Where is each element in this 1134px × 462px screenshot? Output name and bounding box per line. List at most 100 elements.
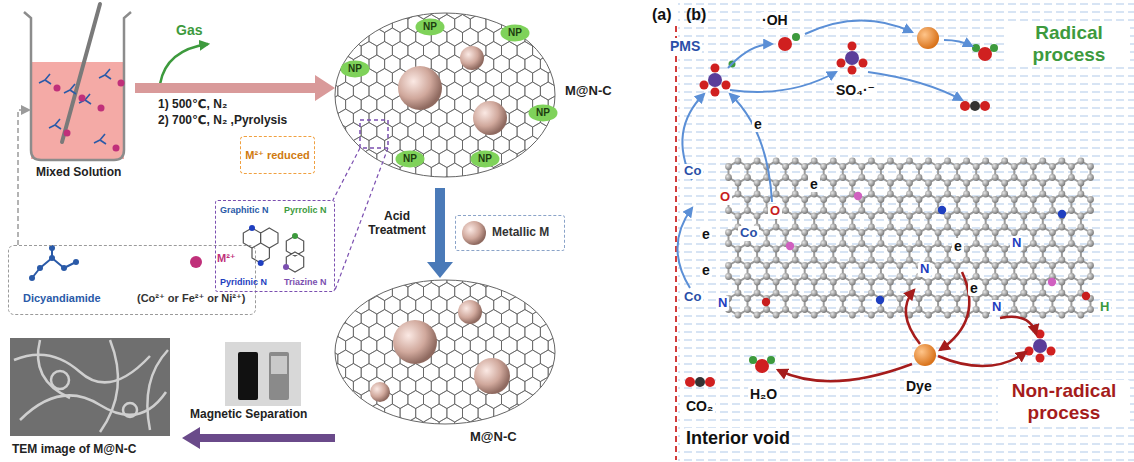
dopant-atom (762, 298, 770, 306)
oval-fill (396, 151, 425, 168)
carbon-atom (868, 246, 875, 253)
carbon-atom (954, 229, 961, 236)
carbon-atom (735, 213, 742, 220)
carbon-atom (992, 196, 999, 203)
carbon-atom (1068, 207, 1075, 214)
carbon-atom (744, 295, 751, 302)
carbon-atom (754, 257, 761, 264)
oxygen-atom (755, 359, 769, 373)
carbon-atom (763, 306, 770, 313)
gas-arrow (160, 44, 208, 84)
sulfur-atom (845, 51, 859, 65)
photo (225, 342, 301, 406)
carbon-atom (820, 163, 827, 170)
carbon-atom (916, 196, 923, 203)
carbon-atom (916, 240, 923, 247)
carbon-atom (792, 158, 799, 165)
carbon-atom (1087, 240, 1094, 247)
carbon-atom (992, 163, 999, 170)
label-text: e (968, 280, 980, 296)
carbon-atom (982, 180, 989, 187)
carbon-atom (1011, 273, 1018, 280)
dopant-atom (1082, 292, 1090, 300)
carbon-atom (725, 163, 732, 170)
carbon-atom (944, 191, 951, 198)
metal-particle (398, 66, 442, 110)
carbon-atom (1011, 306, 1018, 313)
carbon-atom (773, 191, 780, 198)
metal-ion (113, 145, 120, 152)
nitrogen-atom (292, 233, 298, 239)
carbon-atom (878, 273, 885, 280)
carbon-atom (811, 158, 818, 165)
node-text: NP (423, 22, 437, 32)
carbon-atom (1039, 312, 1046, 319)
carbon-atom (982, 213, 989, 220)
node-text: (Co²⁺ or Fe²⁺ or Ni²⁺) (137, 292, 245, 305)
carbon-atom (1078, 180, 1085, 187)
carbon-atom (982, 290, 989, 297)
carbon-atom (830, 290, 837, 297)
carbon-atom (839, 262, 846, 269)
label-text: N (1010, 236, 1023, 251)
vial (238, 352, 258, 400)
label-text: (a) (652, 6, 672, 24)
carbon-atom (744, 240, 751, 247)
carbon-atom (1068, 306, 1075, 313)
carbon-atom (820, 240, 827, 247)
carbon-atom (878, 196, 885, 203)
carbon-atom (735, 279, 742, 286)
carbon-atom (773, 290, 780, 297)
oxygen-atom (1047, 347, 1056, 356)
carbon-atom (973, 262, 980, 269)
carbon-atom (887, 279, 894, 286)
metal-particle (474, 358, 510, 394)
oxygen-atom (722, 81, 731, 90)
carbon-atom (754, 290, 761, 297)
nanoparticle-oval: NP (470, 150, 500, 168)
carbon-atom (820, 229, 827, 236)
carbon-atom (973, 273, 980, 280)
carbon-atom (925, 213, 932, 220)
metal-particle (393, 320, 437, 364)
carbon-atom (782, 273, 789, 280)
carbon-atom (1011, 163, 1018, 170)
nitrogen-atom (283, 264, 289, 270)
carbon-atom (992, 229, 999, 236)
carbon-atom (878, 229, 885, 236)
carbon-atom (839, 240, 846, 247)
acid-arrow (427, 188, 453, 278)
carbon-atom (1030, 207, 1037, 214)
carbon-atom (1011, 207, 1018, 214)
carbon-atom (782, 163, 789, 170)
carbon-atom (839, 196, 846, 203)
hydrogen-atom (767, 356, 775, 364)
oval-fill (529, 105, 558, 122)
radical-arrow (728, 44, 772, 68)
carbon-atom (763, 196, 770, 203)
label-text: Mixed Solution (36, 166, 121, 180)
carbon-atom (878, 240, 885, 247)
carbon-atom (973, 240, 980, 247)
carbon-atom (858, 306, 865, 313)
carbon-atom (849, 158, 856, 165)
carbon-atom (1087, 163, 1094, 170)
carbon-atom (811, 213, 818, 220)
non-radical-arrows (778, 272, 1036, 381)
carbon-atom (1078, 158, 1085, 165)
label-text: N (716, 296, 729, 311)
node-text: NP (508, 28, 522, 38)
carbon-atom (1059, 158, 1066, 165)
electron-arrow (938, 352, 1026, 366)
carbon-atom (1001, 246, 1008, 253)
oval-fill (341, 61, 370, 78)
carbon-atom (906, 224, 913, 231)
electron-arrow (940, 272, 969, 350)
carbon-atom (1011, 262, 1018, 269)
node-text: Graphitic N (220, 205, 269, 215)
oxygen-atom (837, 59, 846, 68)
carbon-atom (773, 180, 780, 187)
carbon-atom (1087, 229, 1094, 236)
radical-arrow (868, 72, 962, 100)
